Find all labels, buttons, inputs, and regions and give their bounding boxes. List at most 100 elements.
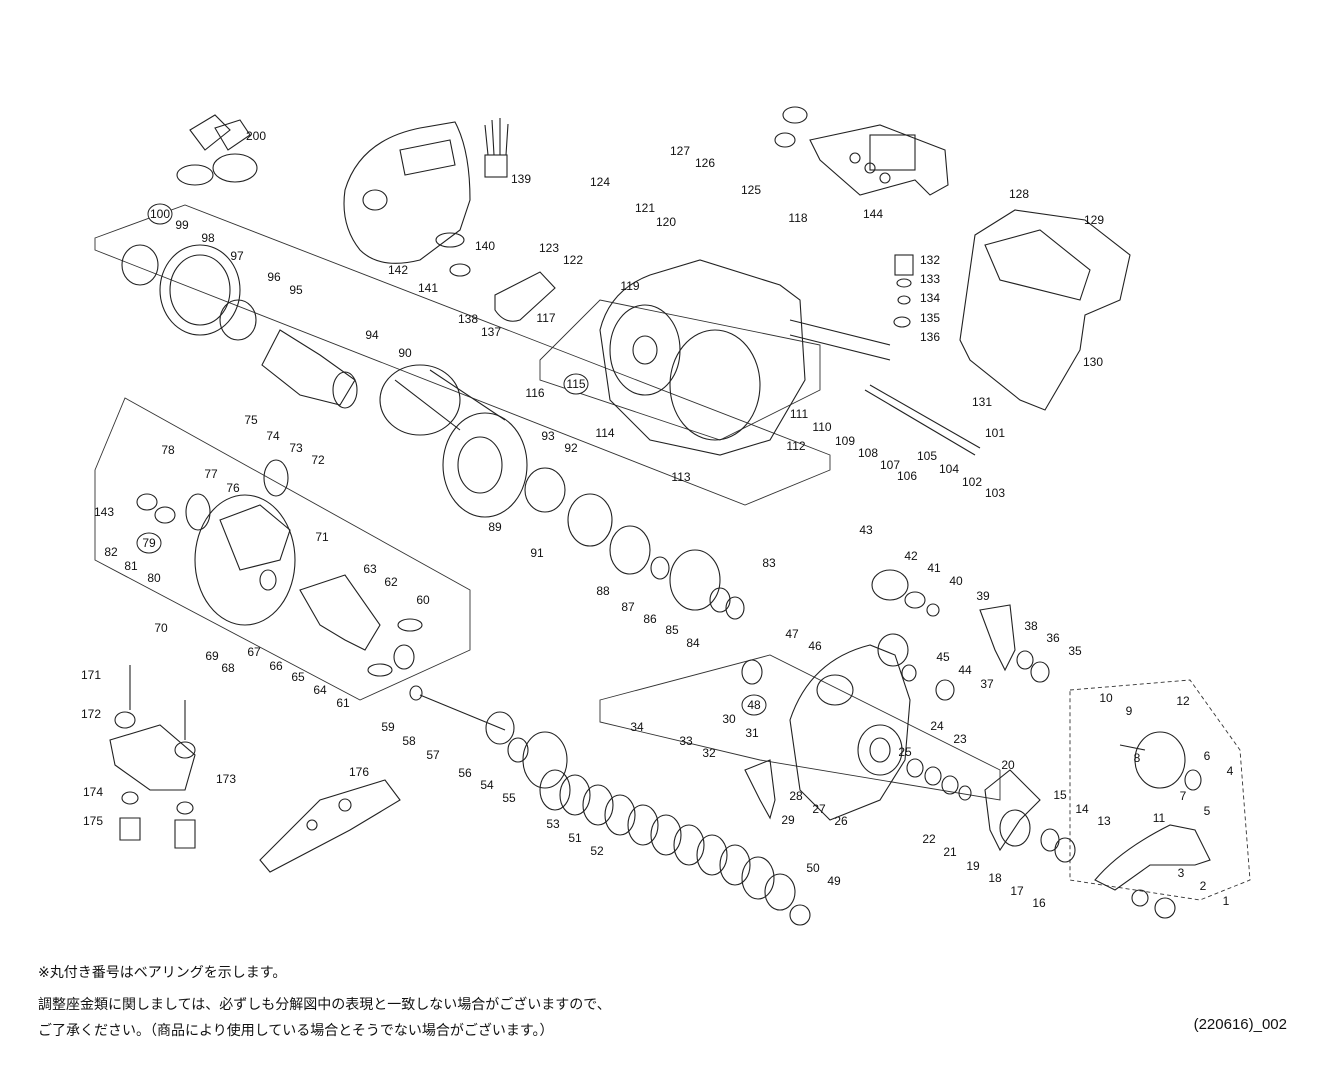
main-frame-part — [599, 259, 806, 456]
part-number-label: 6 — [1204, 749, 1211, 763]
washer-part — [924, 766, 942, 786]
part-number-label: 19 — [966, 859, 980, 873]
part-number-label: 34 — [630, 720, 644, 734]
part-number-label: 124 — [590, 175, 610, 189]
part-number-label: 23 — [953, 732, 967, 746]
part-number-label: 61 — [336, 696, 350, 710]
gear-part — [669, 549, 721, 611]
part-number-label: 42 — [904, 549, 918, 563]
part-number-label: 137 — [481, 325, 501, 339]
gear-part — [567, 493, 613, 547]
part-number-label: 31 — [745, 726, 759, 740]
ring-part — [1030, 661, 1050, 683]
part-number-label: 78 — [161, 443, 175, 457]
part-number-label: 102 — [962, 475, 982, 489]
part-number-label: 71 — [315, 530, 329, 544]
part-number-label: 171 — [81, 668, 101, 682]
part-number-label: 72 — [311, 453, 325, 467]
part-number-label: 135 — [920, 311, 940, 325]
part-number-label: 123 — [539, 241, 559, 255]
handle-side-plate-part — [789, 644, 911, 821]
ring-part — [1054, 837, 1076, 863]
shim-note-line2: ご了承ください。（商品により使用している場合とそうでない場合がございます。） — [38, 1023, 554, 1039]
shim-note-line1: 調整座金類に関しましては、必ずしも分解図中の表現と一致しない場合がございますので… — [38, 997, 611, 1013]
part-number-label: 120 — [656, 215, 676, 229]
part-number-label: 8 — [1134, 751, 1141, 765]
part-number-label: 95 — [289, 283, 303, 297]
part-number-label: 11 — [1153, 811, 1166, 825]
side-plate-part — [194, 494, 296, 626]
part-number-label: 46 — [808, 639, 822, 653]
star-drag-part — [984, 769, 1041, 852]
bearing-marker-circle — [136, 532, 162, 554]
part-number-label: 92 — [564, 441, 578, 455]
part-number-label: 141 — [418, 281, 438, 295]
ring-part — [901, 664, 917, 682]
wrench-tool-part — [259, 779, 401, 873]
part-number-label: 43 — [859, 523, 873, 537]
part-number-label: 27 — [812, 802, 826, 816]
ring-part — [121, 244, 159, 286]
part-number-label: 65 — [291, 670, 305, 684]
part-number-label: 125 — [741, 183, 761, 197]
part-number-label: 48 — [747, 698, 761, 712]
ring-part — [435, 232, 465, 248]
part-number-label: 33 — [679, 734, 693, 748]
part-number-label: 51 — [568, 831, 582, 845]
ring-part — [1154, 897, 1176, 919]
ring-part — [485, 711, 515, 745]
part-number-label: 107 — [880, 458, 900, 472]
part-number-label: 130 — [1083, 355, 1103, 369]
part-number-label: 37 — [980, 677, 994, 691]
part-number-label: 140 — [475, 239, 495, 253]
part-number-label: 109 — [835, 434, 855, 448]
part-number-label: 97 — [230, 249, 244, 263]
lever-part — [494, 271, 556, 322]
part-number-label: 132 — [920, 253, 940, 267]
ring-part — [709, 587, 731, 613]
part-number-label: 104 — [939, 462, 959, 476]
part-number-label: 20 — [1001, 758, 1015, 772]
part-number-label: 28 — [789, 789, 803, 803]
part-number-label: 85 — [665, 623, 679, 637]
part-number-label: 58 — [402, 734, 416, 748]
ring-part — [507, 737, 529, 763]
part-number-label: 3 — [1178, 866, 1185, 880]
part-number-label: 82 — [104, 545, 118, 559]
worm-shaft-part — [864, 389, 976, 456]
part-number-label: 118 — [788, 211, 807, 225]
shaft-part — [419, 694, 506, 731]
part-number-label: 52 — [590, 844, 604, 858]
part-number-label: 91 — [530, 546, 544, 560]
part-number-label: 35 — [1068, 644, 1082, 658]
part-number-label: 112 — [786, 439, 805, 453]
part-number-label: 87 — [621, 600, 635, 614]
part-number-label: 69 — [205, 649, 219, 663]
part-number-label: 114 — [595, 426, 614, 440]
part-number-label: 22 — [922, 832, 936, 846]
ring-part — [725, 596, 745, 620]
part-number-label: 122 — [563, 253, 583, 267]
motor-part — [261, 329, 358, 409]
bearing-part — [650, 556, 670, 580]
part-number-label: 62 — [384, 575, 398, 589]
part-number-label: 139 — [511, 172, 531, 186]
ring-part — [154, 506, 176, 524]
part-number-label: 99 — [175, 218, 189, 232]
worm-shaft-part — [869, 384, 981, 449]
bracket-part — [299, 574, 381, 651]
part-number-label: 106 — [897, 469, 917, 483]
part-number-label: 10 — [1099, 691, 1113, 705]
part-number-label: 84 — [686, 636, 700, 650]
part-number-label: 17 — [1010, 884, 1024, 898]
bearing-part — [741, 659, 763, 685]
gear-part — [522, 731, 568, 789]
part-number-label: 174 — [83, 785, 103, 799]
part-number-label: 70 — [154, 621, 168, 635]
gear-part — [185, 493, 211, 531]
part-number-label: 56 — [458, 766, 472, 780]
part-number-label: 134 — [920, 291, 940, 305]
part-number-label: 172 — [81, 707, 101, 721]
part-number-label: 5 — [1204, 804, 1211, 818]
part-number-label: 89 — [488, 520, 502, 534]
